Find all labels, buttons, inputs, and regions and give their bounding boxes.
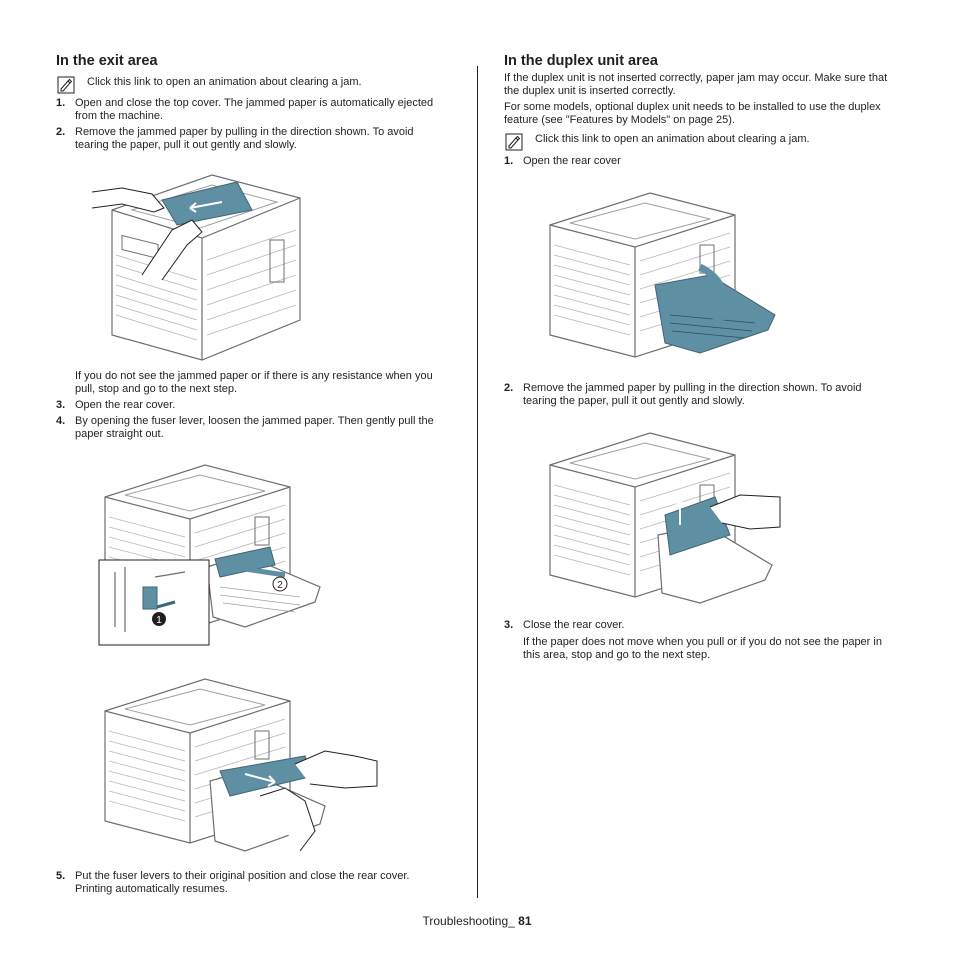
figure-exit-area-jam xyxy=(92,174,301,361)
page-footer: Troubleshooting_ 81 xyxy=(0,914,954,928)
step-number: 3. xyxy=(504,619,514,631)
step-text: Remove the jammed paper by pulling in th… xyxy=(523,382,862,407)
duplex-models-paragraph: For some models, optional duplex unit ne… xyxy=(504,101,881,126)
duplex-intro-paragraph: If the duplex unit is not inserted corre… xyxy=(504,72,888,97)
step-number: 4. xyxy=(56,415,66,427)
note-icon[interactable] xyxy=(57,76,75,94)
animation-link-note[interactable]: Click this link to open an animation abo… xyxy=(535,133,810,145)
note-icon[interactable] xyxy=(505,133,523,151)
footer-section: Troubleshooting_ xyxy=(422,914,515,928)
section-heading-exit-area: In the exit area xyxy=(56,53,158,69)
step-number: 2. xyxy=(56,126,66,138)
step-text: Open the rear cover xyxy=(523,155,621,167)
step-number: 1. xyxy=(504,155,514,167)
figure-pull-paper-straight xyxy=(104,678,378,852)
step-number: 3. xyxy=(56,399,66,411)
step-text: By opening the fuser lever, loosen the j… xyxy=(75,415,434,440)
animation-link-note[interactable]: Click this link to open an animation abo… xyxy=(87,76,362,88)
figure-open-rear-cover xyxy=(549,192,776,358)
callout-2: 2 xyxy=(277,580,283,591)
callout-1: 1 xyxy=(156,615,162,626)
step-3-note: If the paper does not move when you pull… xyxy=(523,636,882,661)
step-text: Put the fuser levers to their original p… xyxy=(75,870,410,895)
step-2-note: If you do not see the jammed paper or if… xyxy=(75,370,433,395)
step-number: 5. xyxy=(56,870,66,882)
step-text: Open and close the top cover. The jammed… xyxy=(75,97,434,122)
figure-fuser-lever: 2 1 xyxy=(98,464,321,646)
figure-remove-duplex-jam xyxy=(549,432,781,604)
step-text: Open the rear cover. xyxy=(75,399,176,411)
step-number: 2. xyxy=(504,382,514,394)
section-heading-duplex-area: In the duplex unit area xyxy=(504,53,658,69)
page-number: 81 xyxy=(518,914,532,928)
column-divider xyxy=(477,66,478,898)
step-number: 1. xyxy=(56,97,66,109)
step-text: Remove the jammed paper by pulling in th… xyxy=(75,126,414,151)
step-text: Close the rear cover. xyxy=(523,619,625,631)
